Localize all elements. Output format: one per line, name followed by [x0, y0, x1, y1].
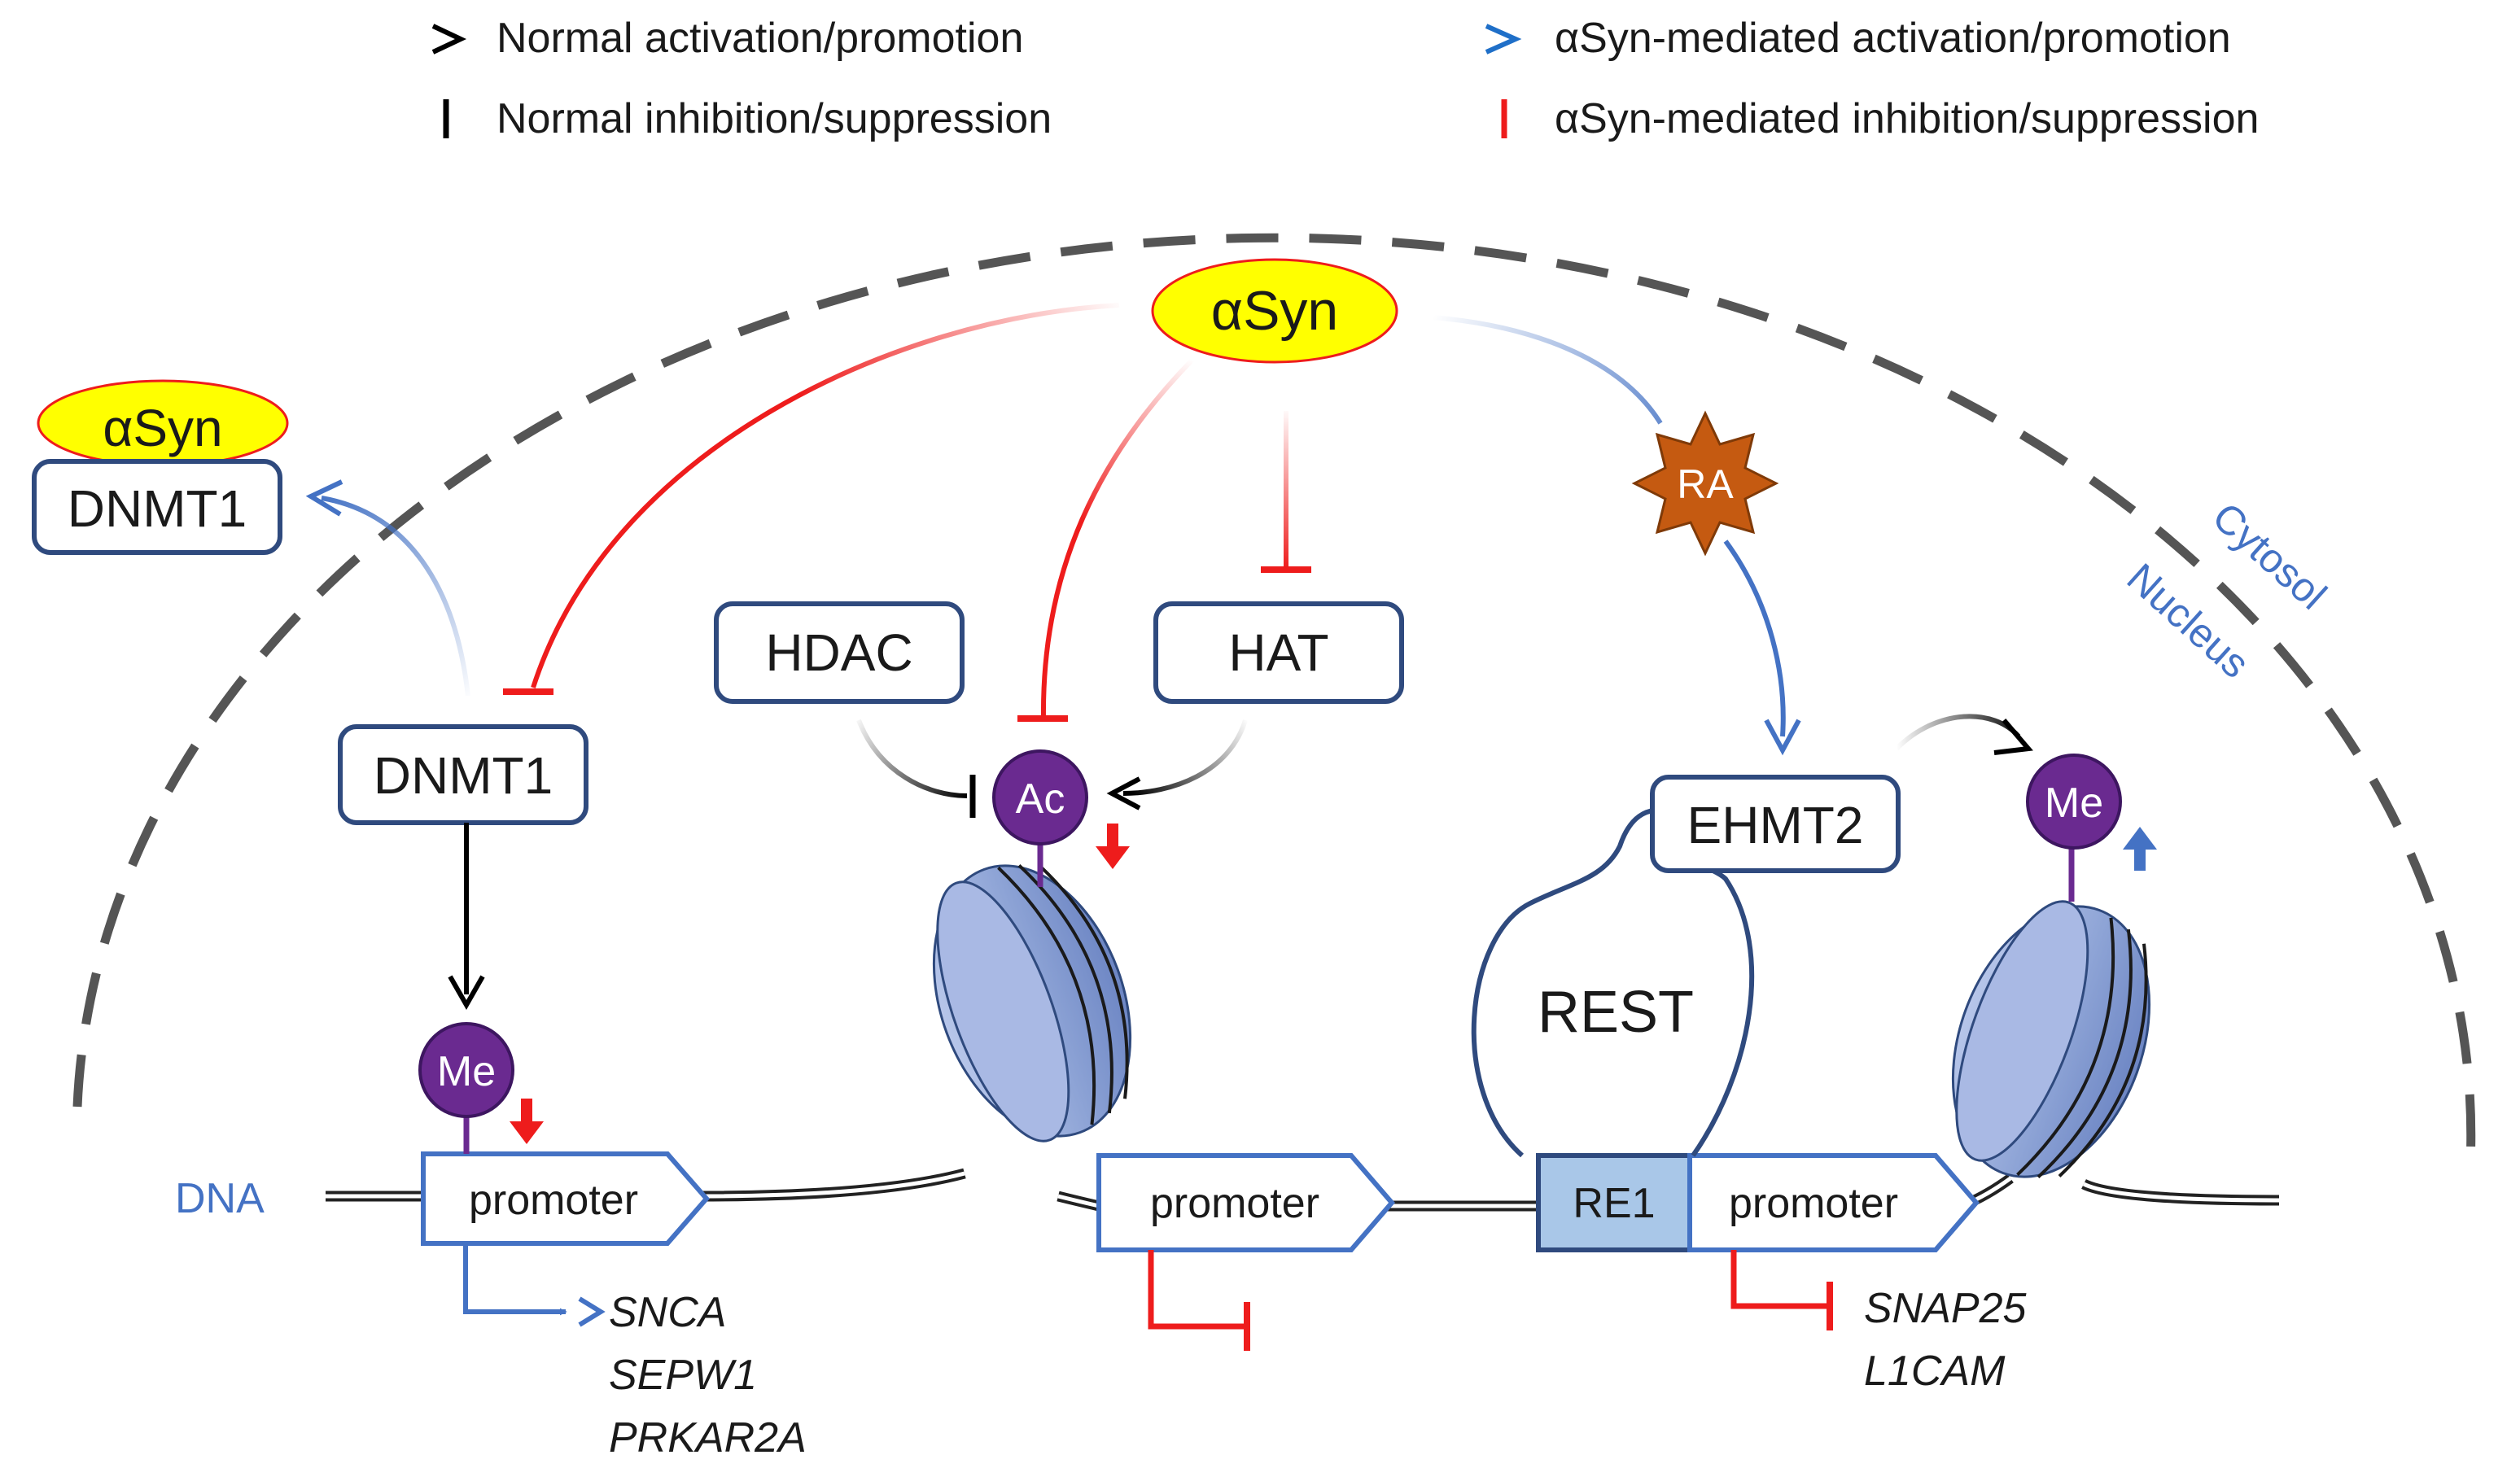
legend-black-arrowhead — [431, 24, 467, 55]
dnmt1-nucleus-label: DNMT1 — [374, 746, 553, 805]
rest-loop — [1471, 807, 1755, 1158]
hat-promotes-ac-arrowhead — [1106, 776, 1141, 810]
hat-label: HAT — [1228, 623, 1328, 682]
re1-label: RE1 — [1573, 1180, 1655, 1227]
dna-label: DNA — [175, 1175, 265, 1222]
hdac-box: HDAC — [714, 601, 965, 704]
re1-element: RE1 — [1536, 1153, 1692, 1252]
legend-normal-activation: Normal activation/promotion — [277, 15, 1023, 62]
hdac-label: HDAC — [765, 623, 912, 682]
promoter-1: promoter — [421, 1151, 710, 1246]
dna-strand — [326, 1168, 2280, 1212]
nucleosome-left — [932, 863, 1132, 1143]
dnmt1-to-me-arrowhead — [448, 975, 485, 1011]
asyn-main-label: αSyn — [1211, 280, 1339, 342]
dnmt1-export-arrow — [321, 496, 470, 697]
legend-normal-inhibition-label: Normal inhibition/suppression — [497, 95, 1052, 142]
promoter-1-label: promoter — [469, 1177, 638, 1224]
me-left-label: Me — [437, 1048, 496, 1095]
me-mark-left: Me — [418, 1022, 514, 1118]
nucleosome-right — [1951, 900, 2151, 1179]
legend: Normal activation/promotion Normal inhib… — [277, 15, 2259, 142]
promoter-2-inhibition-line — [1148, 1250, 1245, 1330]
ac-decrease-icon — [1096, 824, 1130, 869]
promoter-3: promoter — [1687, 1153, 1980, 1252]
promoter-3-inhibition-line — [1730, 1250, 1827, 1309]
ehmt2-to-me-line — [1894, 714, 2021, 751]
asyn-cytosol: αSyn — [37, 379, 289, 467]
dnmt1-cytosol-label: DNMT1 — [68, 479, 247, 538]
gene-sepw1: SEPW1 — [609, 1352, 757, 1399]
ehmt2-box: EHMT2 — [1650, 775, 1901, 873]
ac-label: Ac — [1016, 776, 1065, 823]
promoter-1-activation-arrow — [463, 1243, 567, 1316]
gene-l1cam: L1CAM — [1864, 1348, 2006, 1395]
dnmt1-nucleus-box: DNMT1 — [338, 724, 588, 825]
asyn-to-ra-line — [1432, 315, 1663, 425]
ra-star: RA — [1631, 410, 1779, 557]
dnmt1-export-arrowhead — [305, 479, 343, 517]
promoter-2: promoter — [1096, 1153, 1395, 1252]
hdac-inhibits-ac-line — [856, 719, 968, 798]
hat-box: HAT — [1153, 601, 1404, 704]
promoter-2-label: promoter — [1150, 1180, 1319, 1227]
me-decrease-icon — [510, 1099, 544, 1144]
ehmt2-label: EHMT2 — [1687, 796, 1864, 854]
ra-to-ehmt2-arrowhead — [1764, 719, 1801, 756]
legend-asyn-inhibition-label: αSyn-mediated inhibition/suppression — [1555, 95, 2259, 142]
asyn-inhibits-ac-line — [1040, 357, 1195, 719]
me-mark-right: Me — [2026, 754, 2122, 850]
legend-blue-arrowhead — [1485, 24, 1522, 55]
asyn-cytosol-label: αSyn — [103, 399, 222, 457]
promoter-1-activation-head — [578, 1296, 606, 1327]
legend-asyn-activation-label: αSyn-mediated activation/promotion — [1555, 15, 2231, 62]
ac-mark: Ac — [992, 749, 1088, 845]
promoter-3-label: promoter — [1729, 1180, 1898, 1227]
me-right-label: Me — [2045, 780, 2103, 827]
asyn-main: αSyn — [1151, 258, 1398, 364]
activated-genes: SNCA SEPW1 PRKAR2A — [609, 1289, 807, 1461]
hat-promotes-ac-line — [1122, 719, 1248, 796]
ra-label: RA — [1677, 461, 1734, 507]
gene-snap25: SNAP25 — [1864, 1285, 2028, 1332]
legend-normal-activation-label: Normal activation/promotion — [497, 15, 1023, 62]
cytosol-label: Cytosol — [2204, 494, 2335, 618]
me-increase-icon — [2123, 827, 2157, 871]
legend-normal-inhibition: Normal inhibition/suppression — [277, 95, 1052, 142]
legend-asyn-activation: αSyn-mediated activation/promotion — [1335, 15, 2231, 62]
dnmt1-cytosol-box: DNMT1 — [32, 459, 282, 555]
legend-asyn-inhibition: αSyn-mediated inhibition/suppression — [1335, 95, 2259, 142]
repressed-genes: SNAP25 L1CAM — [1864, 1285, 2028, 1395]
gene-snca: SNCA — [609, 1289, 726, 1336]
ra-to-ehmt2-line — [1723, 540, 1786, 737]
rest-label: REST — [1538, 980, 1694, 1045]
asyn-inhibits-dnmt1-line — [531, 303, 1120, 688]
nuclear-membrane — [72, 233, 2476, 1164]
nucleus-label: Nucleus — [2119, 555, 2259, 687]
ehmt2-to-me-arrowhead — [1993, 719, 2033, 755]
gene-prkar2a: PRKAR2A — [609, 1414, 807, 1461]
